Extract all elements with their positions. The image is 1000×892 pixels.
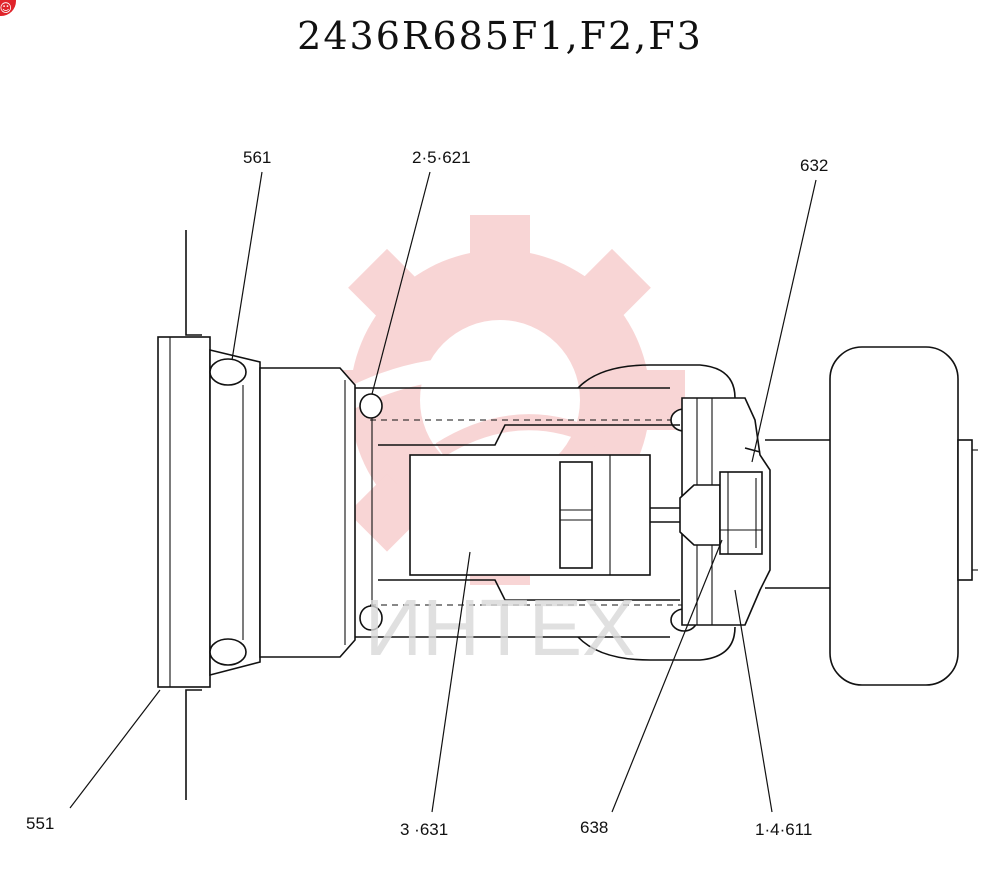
callout-561: 561 bbox=[243, 148, 272, 167]
leader-621 bbox=[371, 171, 431, 395]
leader-611 bbox=[734, 589, 773, 813]
diagram-title: 2436R685F1,F2,F3 bbox=[297, 14, 703, 58]
callout-2-5-621: 2·5·621 bbox=[412, 148, 471, 167]
callout-638: 638 bbox=[580, 818, 609, 837]
leader-551 bbox=[69, 689, 161, 809]
leader-638 bbox=[611, 539, 723, 813]
callout-551: 551 bbox=[26, 814, 55, 833]
callout-3-631: 3 ·631 bbox=[400, 820, 449, 839]
badge-icon: ☺ bbox=[0, 1, 12, 15]
callout-1-4-611: 1·4·611 bbox=[755, 820, 813, 839]
watermark-text: ИНТЕХ bbox=[365, 583, 636, 672]
leader-631 bbox=[431, 551, 471, 813]
leader-561 bbox=[231, 171, 263, 361]
leader-632 bbox=[751, 179, 817, 463]
callout-632: 632 bbox=[800, 156, 829, 175]
